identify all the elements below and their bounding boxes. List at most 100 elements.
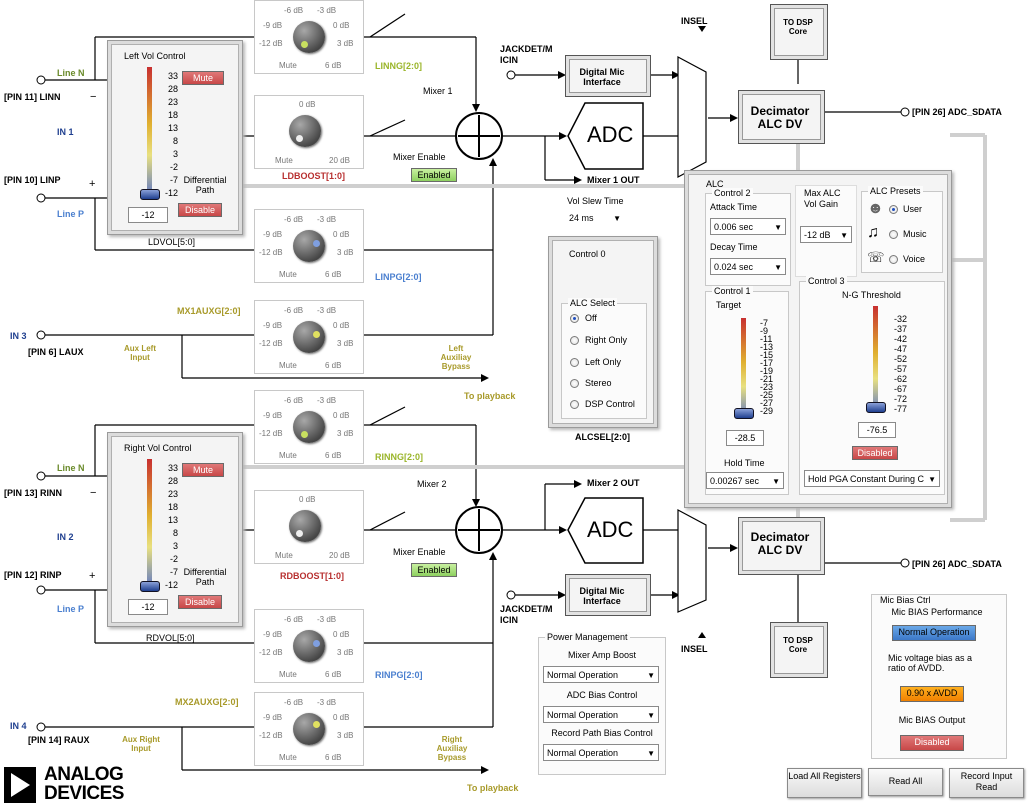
- linpg-knob[interactable]: [293, 230, 325, 262]
- control0-title: Control 0: [569, 249, 606, 259]
- ng-disabled-button[interactable]: Disabled: [852, 446, 898, 460]
- jackdet-bottom-label: JACKDET/M ICIN: [500, 604, 553, 625]
- alc-stereo-radio[interactable]: [570, 379, 579, 388]
- preset-music-label: Music: [903, 229, 927, 239]
- chevron-down-icon: ▼: [774, 263, 782, 272]
- target-slider-thumb[interactable]: [734, 408, 754, 419]
- alc-off-radio[interactable]: [570, 314, 579, 323]
- left-vol-value[interactable]: -12: [128, 207, 168, 223]
- mixer-amp-label: Mixer Amp Boost: [567, 650, 637, 660]
- rinng-knob[interactable]: [293, 411, 325, 443]
- preset-voice-radio[interactable]: [889, 255, 898, 264]
- preset-user-radio[interactable]: [889, 205, 898, 214]
- plus-1: +: [89, 178, 96, 190]
- adc-bias-dropdown[interactable]: Normal Operation▼: [543, 706, 659, 723]
- control3-group: Control 3 N-G Threshold -32 -37 -42 -47 …: [799, 276, 945, 495]
- alc-dsp-label: DSP Control: [585, 399, 635, 409]
- read-all-button[interactable]: Read All: [868, 768, 943, 796]
- mixer1-out-label: Mixer 1 OUT: [587, 175, 640, 185]
- line-p-2: Line P: [57, 604, 85, 614]
- in3-label: IN 3: [10, 331, 27, 341]
- preset-music-radio[interactable]: [889, 230, 898, 239]
- decimator-top-block: Decimator ALC DV: [738, 90, 825, 144]
- linpg-knob-box: -6 dB -3 dB -9 dB 0 dB -12 dB 3 dB Mute …: [254, 209, 364, 283]
- mx1auxg-label: MX1AUXG[2:0]: [177, 306, 241, 316]
- chevron-down-icon: ▼: [613, 214, 621, 223]
- mic-bias-output-label: Mic BIAS Output: [898, 715, 966, 725]
- logo-triangle-icon: [4, 767, 36, 803]
- rinpg-knob[interactable]: [293, 630, 325, 662]
- mx1auxg-knob[interactable]: [293, 321, 325, 353]
- ldboost-knob[interactable]: [289, 115, 321, 147]
- left-vol-slider-track[interactable]: [147, 67, 152, 193]
- ng-slider-thumb[interactable]: [866, 402, 886, 413]
- alc-left-radio[interactable]: [570, 358, 579, 367]
- mx2auxg-knob-box: -6 dB -3 dB -9 dB 0 dB -12 dB 3 dB Mute …: [254, 692, 364, 766]
- music-icon: ♫: [867, 224, 879, 241]
- pin14-label: [PIN 14] RAUX: [28, 735, 90, 745]
- left-vol-slider-thumb[interactable]: [140, 189, 160, 200]
- max-gain-dropdown[interactable]: -12 dB▼: [800, 226, 852, 243]
- ldboost-knob-box: 0 dB Mute 20 dB: [254, 95, 364, 169]
- load-all-registers-button[interactable]: Load All Registers: [787, 768, 862, 798]
- right-vol-value[interactable]: -12: [128, 599, 168, 615]
- chevron-down-icon: ▼: [647, 711, 655, 720]
- alc-title: ALC: [706, 179, 724, 189]
- right-diff-path-label: Differential Path: [183, 567, 227, 587]
- left-mute-button[interactable]: Mute: [182, 71, 224, 85]
- mic-bias-perf-button[interactable]: Normal Operation: [892, 625, 976, 641]
- record-input-read-button[interactable]: Record Input Read: [949, 768, 1024, 798]
- mic-bias-group: Mic Bias Ctrl Mic BIAS Performance Norma…: [871, 594, 1007, 759]
- rec-bias-label: Record Path Bias Control: [551, 728, 653, 738]
- left-disable-button[interactable]: Disable: [178, 203, 222, 217]
- mic-bias-ratio-button[interactable]: 0.90 x AVDD: [900, 686, 964, 702]
- linng-knob[interactable]: [293, 21, 325, 53]
- right-vol-slider-track[interactable]: [147, 459, 152, 585]
- attack-dropdown[interactable]: 0.006 sec▼: [710, 218, 786, 235]
- to-playback-2: To playback: [467, 783, 519, 793]
- rdboost-knob[interactable]: [289, 510, 321, 542]
- alc-panel: ALC Control 2 Attack Time 0.006 sec▼ Dec…: [684, 170, 952, 508]
- right-disable-button[interactable]: Disable: [178, 595, 222, 609]
- left-vol-title: Left Vol Control: [124, 51, 186, 61]
- mic-bias-ratio-label: Mic voltage bias as a ratio of AVDD.: [888, 653, 973, 673]
- mixer2-enabled-button[interactable]: Enabled: [411, 563, 457, 577]
- right-vol-title: Right Vol Control: [124, 443, 192, 453]
- mixer-amp-dropdown[interactable]: Normal Operation▼: [543, 666, 659, 683]
- rec-bias-dropdown[interactable]: Normal Operation▼: [543, 744, 659, 761]
- mixer2-out-label: Mixer 2 OUT: [587, 478, 640, 488]
- target-slider-track[interactable]: [741, 318, 746, 416]
- mixer1-enabled-button[interactable]: Enabled: [411, 168, 457, 182]
- minus-2: −: [90, 487, 97, 499]
- hold-pga-dropdown[interactable]: Hold PGA Constant During C▼: [804, 470, 940, 487]
- vol-slew-dropdown[interactable]: 24 ms▼: [566, 210, 624, 227]
- decay-dropdown[interactable]: 0.024 sec▼: [710, 258, 786, 275]
- left-aux-bypass: Left Auxiliay Bypass: [440, 344, 472, 371]
- hold-dropdown[interactable]: 0.00267 sec▼: [706, 472, 784, 489]
- preset-user-label: User: [903, 204, 923, 214]
- minus-1: −: [90, 91, 97, 103]
- alc-right-radio[interactable]: [570, 336, 579, 345]
- alc-off-label: Off: [585, 313, 597, 323]
- pin12-label: [PIN 12] RINP: [4, 570, 62, 580]
- alc-select-group: ALC Select Off Right Only Left Only Ster…: [561, 298, 647, 419]
- left-diff-path-label: Differential Path: [183, 175, 227, 195]
- mx2auxg-knob[interactable]: [293, 713, 325, 745]
- aux-right-label: Aux Right Input: [122, 735, 160, 753]
- chevron-down-icon: ▼: [647, 749, 655, 758]
- right-vol-slider-thumb[interactable]: [140, 581, 160, 592]
- ng-value[interactable]: -76.5: [858, 422, 896, 438]
- line-n-1: Line N: [57, 68, 85, 78]
- target-value[interactable]: -28.5: [726, 430, 764, 446]
- alc-dsp-radio[interactable]: [570, 400, 579, 409]
- insel-bottom-label: INSEL: [681, 644, 708, 654]
- line-n-2: Line N: [57, 463, 85, 473]
- right-mute-button[interactable]: Mute: [182, 463, 224, 477]
- voice-icon: ☏: [867, 249, 885, 265]
- mx2auxg-label: MX2AUXG[2:0]: [175, 697, 239, 707]
- plus-2: +: [89, 570, 96, 582]
- ng-slider-track[interactable]: [873, 306, 878, 410]
- mic-bias-output-button[interactable]: Disabled: [900, 735, 964, 751]
- rinpg-label: RINPG[2:0]: [375, 670, 423, 680]
- mixer2-enable-label: Mixer Enable: [393, 547, 446, 557]
